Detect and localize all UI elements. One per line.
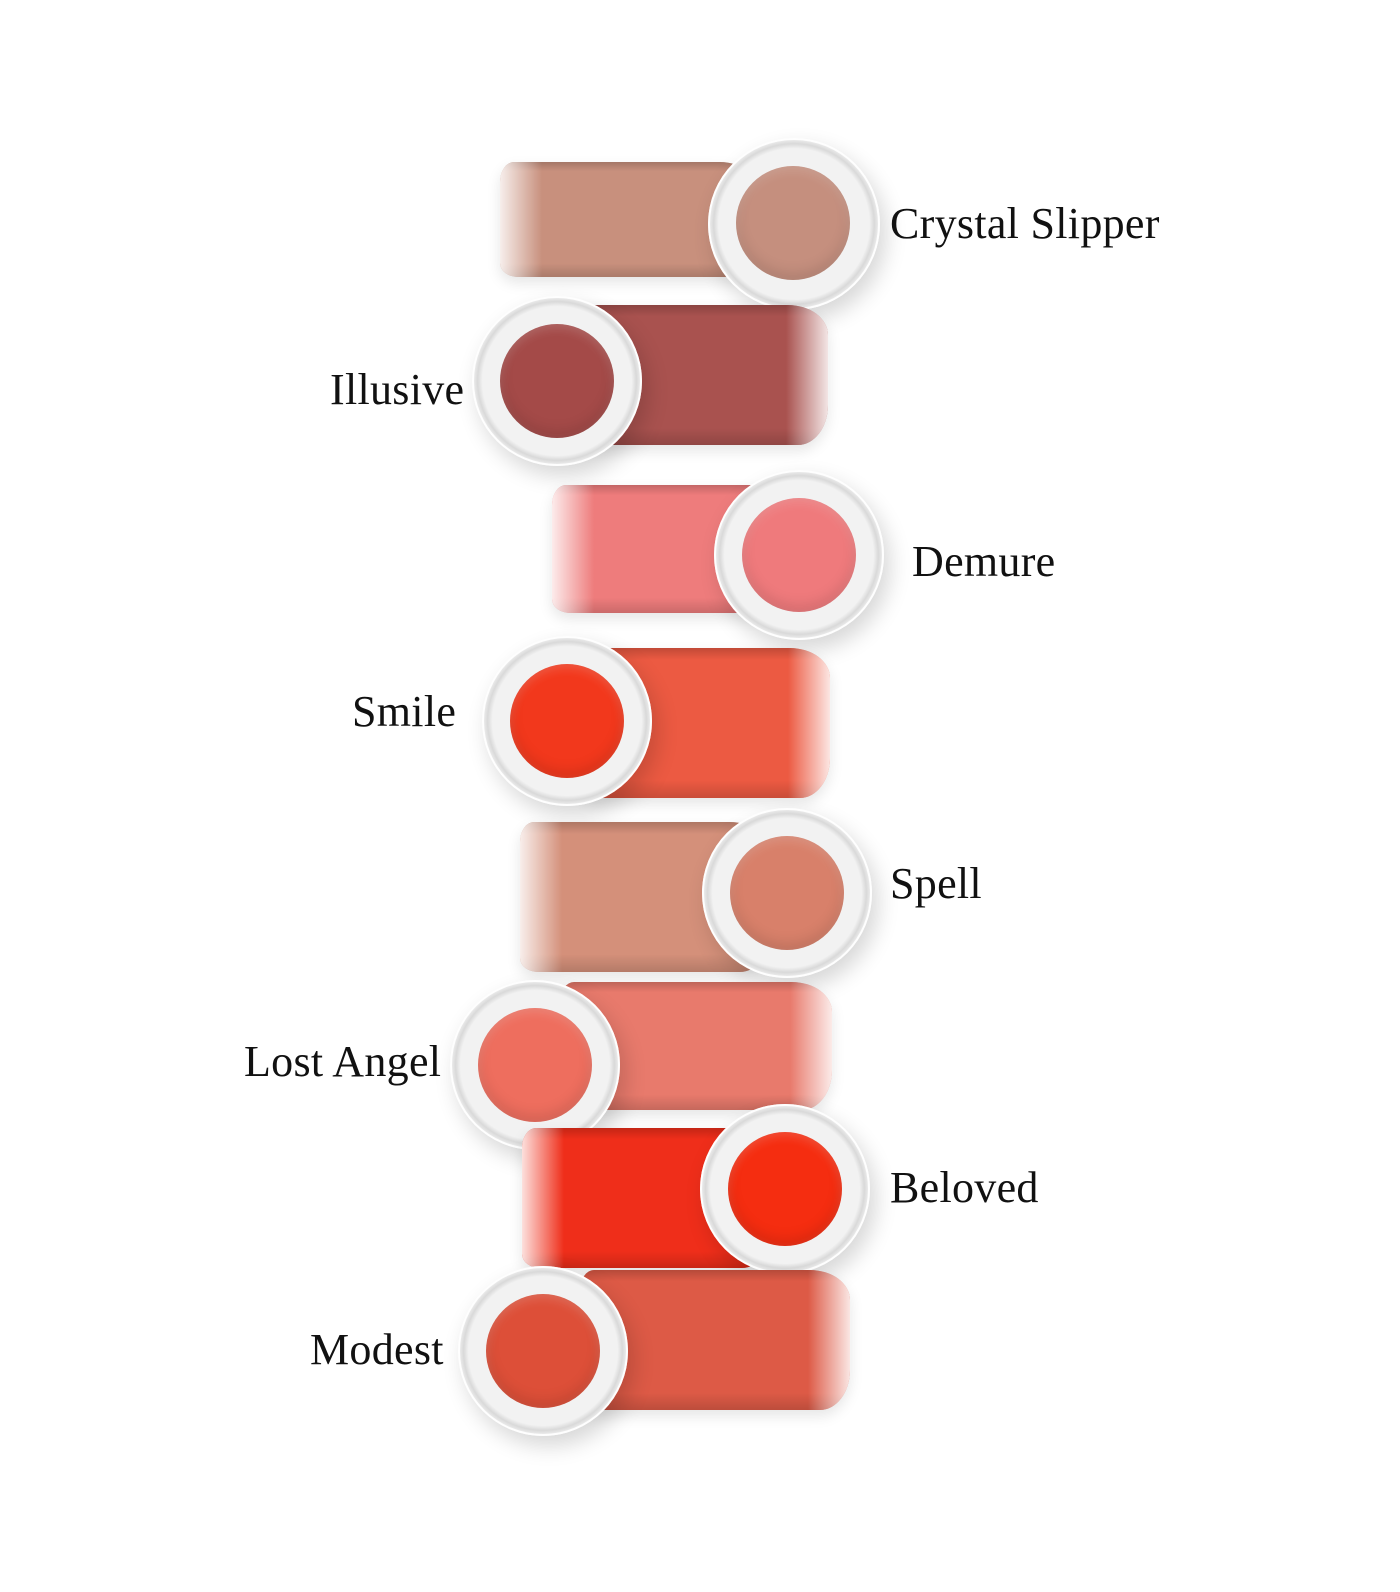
- balm-beloved: [728, 1132, 842, 1246]
- pot-modest: [458, 1266, 628, 1436]
- balm-smile: [510, 664, 624, 778]
- pot-crystal-slipper: [708, 138, 880, 310]
- pot-spell: [702, 808, 872, 978]
- pot-illusive: [472, 296, 642, 466]
- label-smile: Smile: [352, 687, 457, 736]
- pot-smile: [482, 636, 652, 806]
- pot-lost-angel: [450, 980, 620, 1150]
- pot-demure: [714, 470, 884, 640]
- balm-illusive: [500, 324, 614, 438]
- balm-spell: [730, 836, 844, 950]
- label-illusive: Illusive: [330, 365, 465, 414]
- balm-lost-angel: [478, 1008, 592, 1122]
- label-demure: Demure: [912, 537, 1056, 586]
- balm-crystal-slipper: [736, 166, 850, 280]
- label-spell: Spell: [890, 859, 982, 908]
- label-crystal-slipper: Crystal Slipper: [890, 199, 1160, 248]
- balm-demure: [742, 498, 856, 612]
- label-lost-angel: Lost Angel: [244, 1037, 442, 1086]
- pot-beloved: [700, 1104, 870, 1274]
- balm-modest: [486, 1294, 600, 1408]
- label-modest: Modest: [310, 1325, 444, 1374]
- label-beloved: Beloved: [890, 1163, 1039, 1212]
